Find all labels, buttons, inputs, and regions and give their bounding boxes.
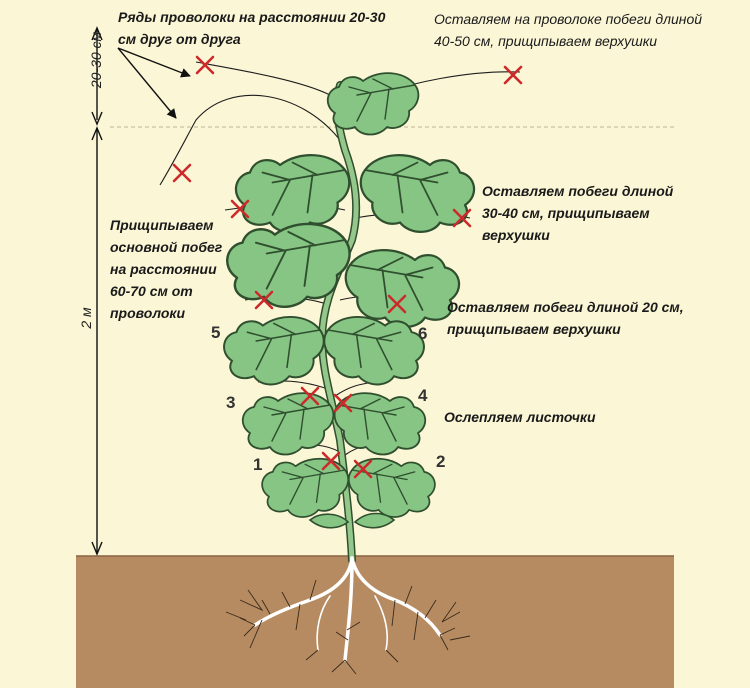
shoots-20-note: Оставляем побеги длиной 20 см, прищипыва… xyxy=(447,299,684,337)
blind-leaves-note: Ослепляем листочки xyxy=(444,409,596,425)
leaf-number-6: 6 xyxy=(418,324,428,343)
height-label: 2 м xyxy=(78,307,94,329)
shoots-30-40-note: Оставляем побеги длиной 30-40 см, прищип… xyxy=(482,183,674,243)
height-dimension xyxy=(91,26,103,556)
leaf-number-4: 4 xyxy=(418,386,428,405)
wire-rows-note: Ряды проволоки на расстоянии 20-30 см др… xyxy=(118,9,386,47)
leaf-number-5: 5 xyxy=(211,323,221,342)
wire-arrows xyxy=(117,47,191,119)
leaf-number-3: 3 xyxy=(226,393,236,412)
leaves xyxy=(223,72,476,529)
leaf-number-2: 2 xyxy=(436,452,446,471)
top-shoots-note: Оставляем на проволоке побеги длиной 40-… xyxy=(434,11,703,49)
pinch-main-note: Прищипываем основной побег на расстоянии… xyxy=(110,217,223,321)
leaf-number-1: 1 xyxy=(253,455,263,474)
top-spacing-label: 20-30 см xyxy=(88,31,104,89)
root-hairs xyxy=(225,579,471,675)
soil xyxy=(76,556,674,688)
